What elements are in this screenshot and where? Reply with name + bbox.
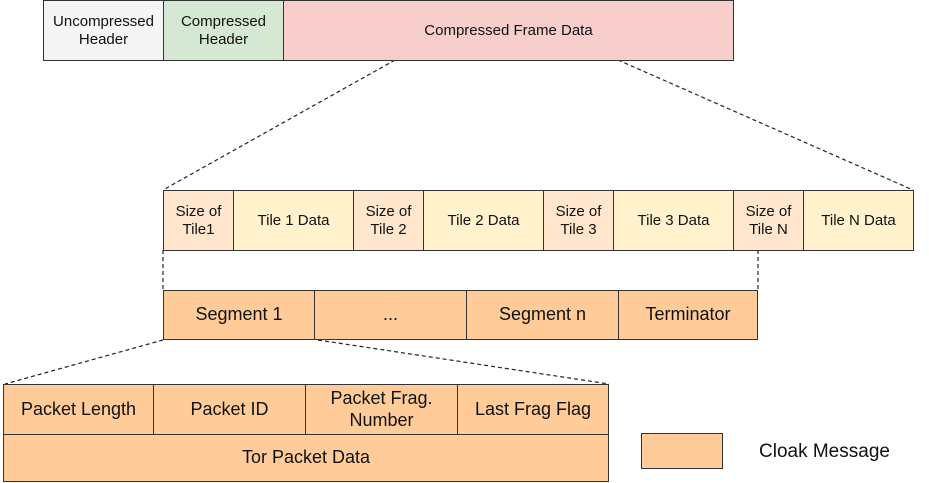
packet-length-label: Packet Length <box>20 398 137 419</box>
tile-size-1-box: Size of Tile1 <box>163 190 234 251</box>
packet-frag-number-box: Packet Frag. Number <box>305 384 458 435</box>
zoom-line-frame-right <box>617 59 914 191</box>
last-frag-flag-box: Last Frag Flag <box>457 384 609 435</box>
segment-ellipsis-box: ... <box>314 290 467 340</box>
tile-size-n-box: Size of Tile N <box>733 190 804 251</box>
tile-data-3-label: Tile 3 Data <box>637 211 710 229</box>
packet-id-label: Packet ID <box>190 398 269 419</box>
compressed-header-label: Compressed Header <box>180 12 267 48</box>
packet-id-box: Packet ID <box>153 384 306 435</box>
tile-data-1-box: Tile 1 Data <box>233 190 354 251</box>
zoom-line-segment-right <box>317 339 610 385</box>
tile-size-3-box: Size of Tile 3 <box>543 190 614 251</box>
uncompressed-header-box: Uncompressed Header <box>43 0 164 61</box>
segment-1-label: Segment 1 <box>195 304 283 325</box>
legend-label: Cloak Message <box>759 441 890 462</box>
tile-data-1-label: Tile 1 Data <box>257 211 330 229</box>
tile-data-3-box: Tile 3 Data <box>613 190 734 251</box>
uncompressed-header-label: Uncompressed Header <box>53 12 154 48</box>
packet-frag-number-label: Packet Frag. Number <box>330 387 433 430</box>
zoom-line-segment-left <box>4 339 164 385</box>
segment-1-box: Segment 1 <box>163 290 315 340</box>
tile-data-n-box: Tile N Data <box>803 190 914 251</box>
tile-size-2-box: Size of Tile 2 <box>353 190 424 251</box>
tile-size-3-label: Size of Tile 3 <box>555 202 602 238</box>
last-frag-flag-label: Last Frag Flag <box>474 398 592 419</box>
segment-n-box: Segment n <box>466 290 619 340</box>
compressed-header-box: Compressed Header <box>163 0 284 61</box>
tor-packet-data-box: Tor Packet Data <box>3 434 609 482</box>
tile-data-2-label: Tile 2 Data <box>447 211 520 229</box>
terminator-box: Terminator <box>618 290 758 340</box>
segment-n-label: Segment n <box>498 304 587 325</box>
legend-swatch <box>641 433 723 469</box>
tile-size-2-label: Size of Tile 2 <box>365 202 412 238</box>
packet-length-box: Packet Length <box>3 384 154 435</box>
tile-data-2-box: Tile 2 Data <box>423 190 544 251</box>
compressed-frame-data-label: Compressed Frame Data <box>424 21 593 39</box>
tor-packet-data-label: Tor Packet Data <box>241 447 371 468</box>
zoom-line-frame-left <box>162 59 396 191</box>
segment-ellipsis-label: ... <box>382 304 398 325</box>
tile-data-n-label: Tile N Data <box>821 211 896 229</box>
tile-size-1-label: Size of Tile1 <box>175 202 222 238</box>
tile-size-n-label: Size of Tile N <box>745 202 792 238</box>
terminator-label: Terminator <box>645 304 731 325</box>
compressed-frame-data-box: Compressed Frame Data <box>283 0 734 61</box>
